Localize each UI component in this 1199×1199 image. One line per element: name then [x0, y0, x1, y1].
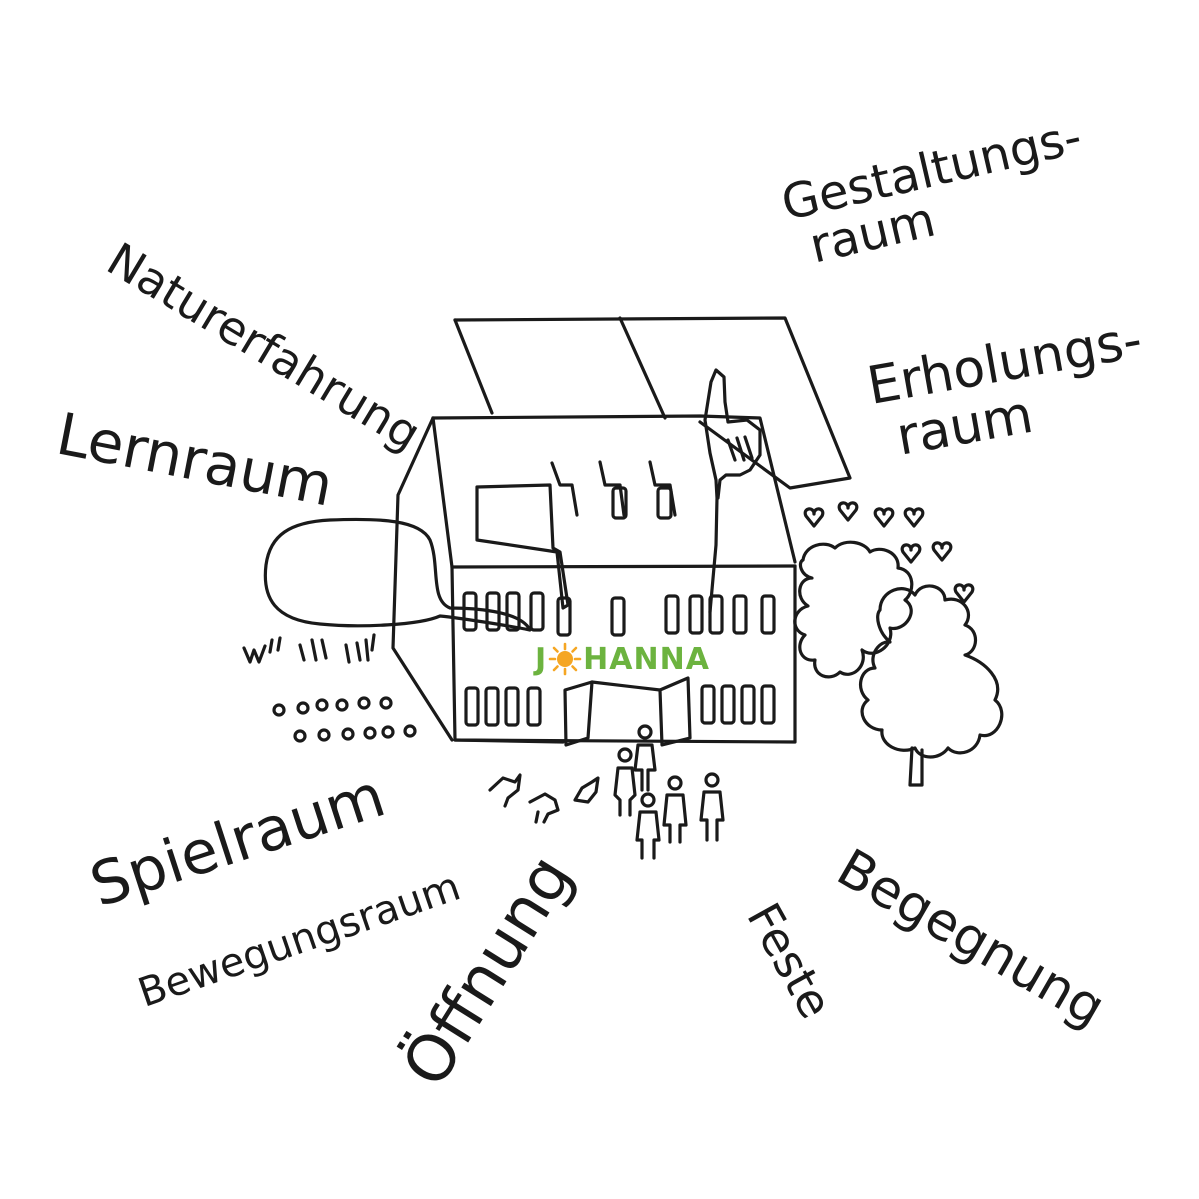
- birds-icon: [488, 773, 600, 824]
- roof-box-icon: [475, 483, 570, 610]
- logo-letters-hanna: HANNA: [583, 641, 710, 677]
- pebbles-icon: [272, 696, 417, 743]
- open-doors-icon: [563, 676, 692, 747]
- building-wall-icon: [450, 564, 797, 744]
- hearts-icon: [803, 501, 975, 604]
- raised-hand-icon: [703, 368, 762, 614]
- sun-icon: [548, 642, 582, 676]
- lower-windows-icon: [464, 684, 776, 727]
- grass-icon: [242, 633, 376, 664]
- people-icon: [613, 724, 725, 860]
- upper-windows-icon: [462, 591, 776, 637]
- speech-bubble-icon: [263, 517, 532, 632]
- logo-letter-j: J: [535, 641, 548, 677]
- johanna-logo: J HANNA: [535, 639, 710, 679]
- solar-panels-icon: [453, 316, 852, 490]
- roof-icon: [391, 414, 797, 742]
- roof-windows-icon: [550, 460, 677, 520]
- trees-icon: [793, 540, 1004, 787]
